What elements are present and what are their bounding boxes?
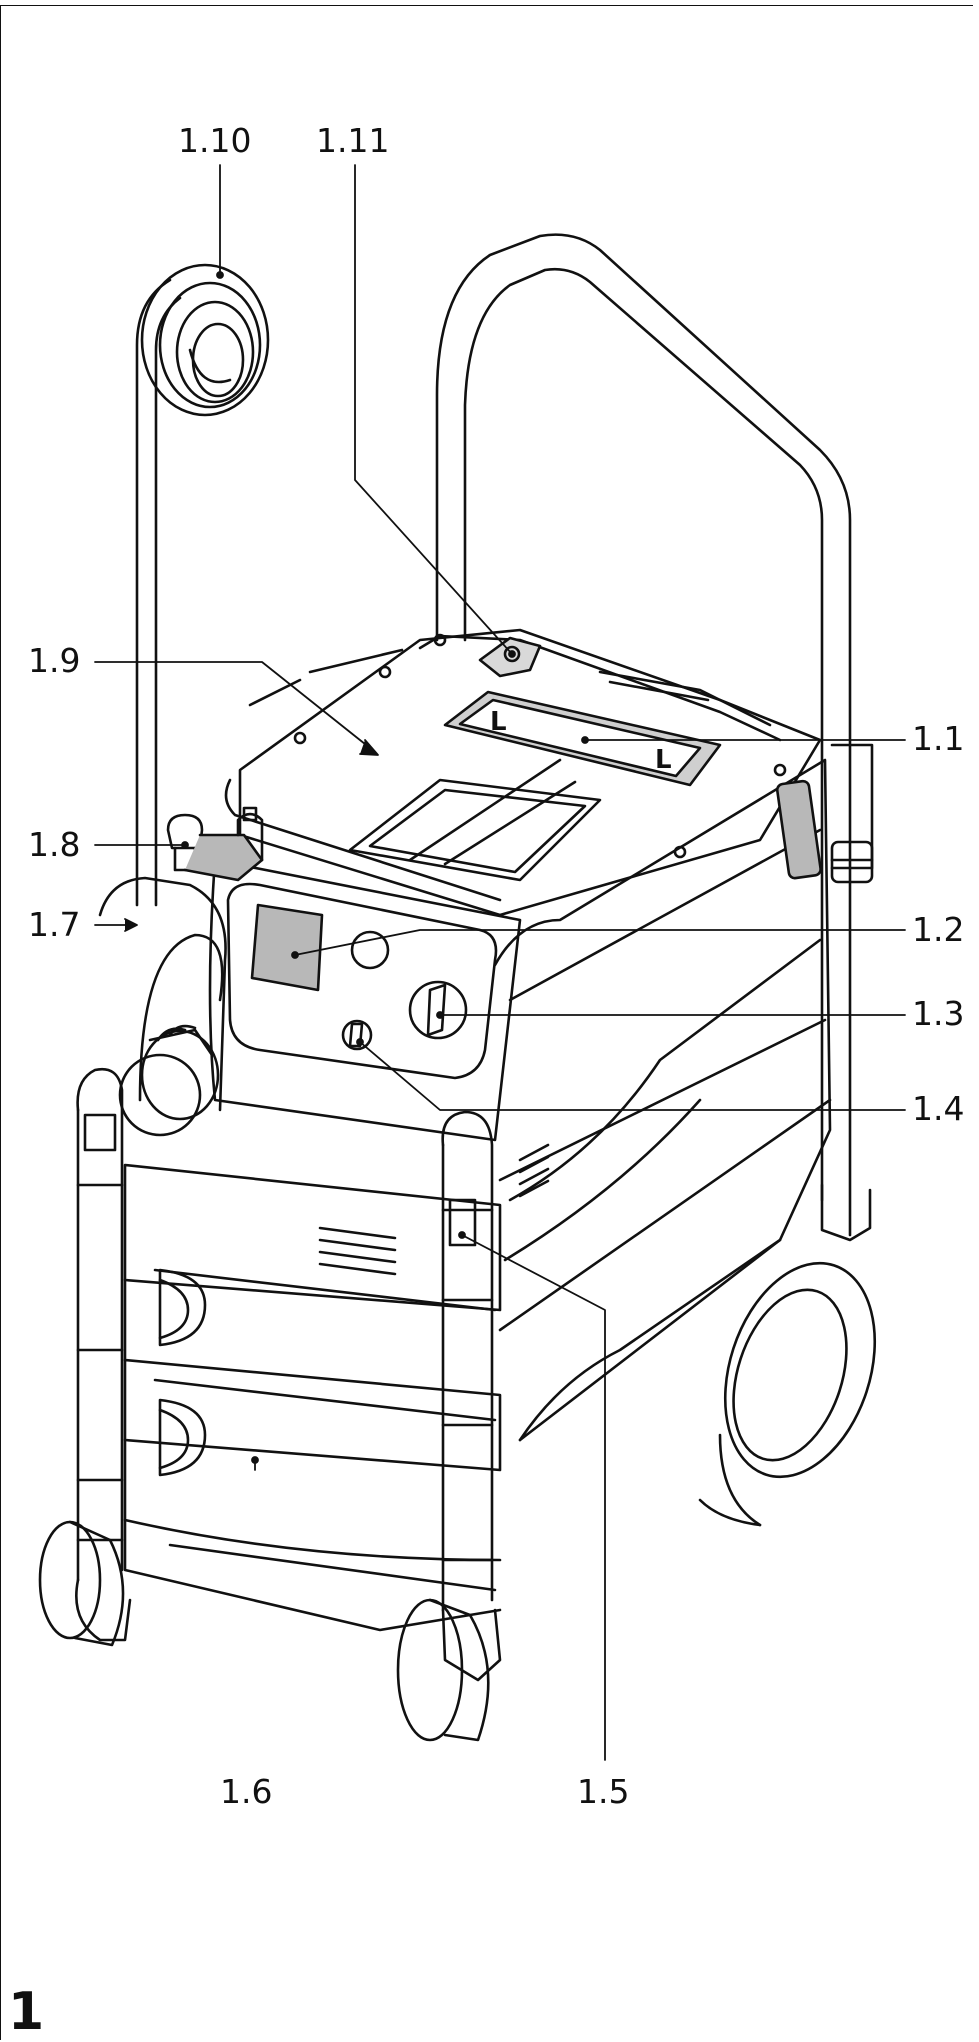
figure-frame — [0, 5, 973, 2040]
callout-1-6: 1.6 — [220, 1772, 273, 1811]
socket-cluster — [166, 806, 264, 882]
callout-1-1: 1.1 — [912, 719, 965, 758]
cable-hook — [135, 263, 270, 907]
leader-lines — [94, 164, 906, 1761]
right-handle-tower — [396, 1110, 502, 1742]
hose-socket — [98, 876, 227, 1137]
callout-1-9: 1.9 — [28, 641, 81, 680]
left-handle-tower — [38, 1067, 132, 1647]
callout-1-8: 1.8 — [28, 825, 81, 864]
figure-number: 1 — [8, 1982, 45, 2042]
callout-1-2: 1.2 — [912, 910, 965, 949]
callout-1-10: 1.10 — [178, 121, 252, 160]
svg-text:L: L — [490, 707, 507, 737]
callout-1-3: 1.3 — [912, 994, 965, 1033]
callout-1-5: 1.5 — [577, 1772, 630, 1811]
callout-1-4: 1.4 — [912, 1089, 965, 1128]
lid: L L — [224, 628, 822, 917]
callout-1-7: 1.7 — [28, 905, 81, 944]
rear-wheel — [698, 1261, 877, 1527]
push-handle — [435, 233, 874, 1242]
svg-text:L: L — [655, 745, 672, 775]
callout-1-11: 1.11 — [316, 121, 390, 160]
